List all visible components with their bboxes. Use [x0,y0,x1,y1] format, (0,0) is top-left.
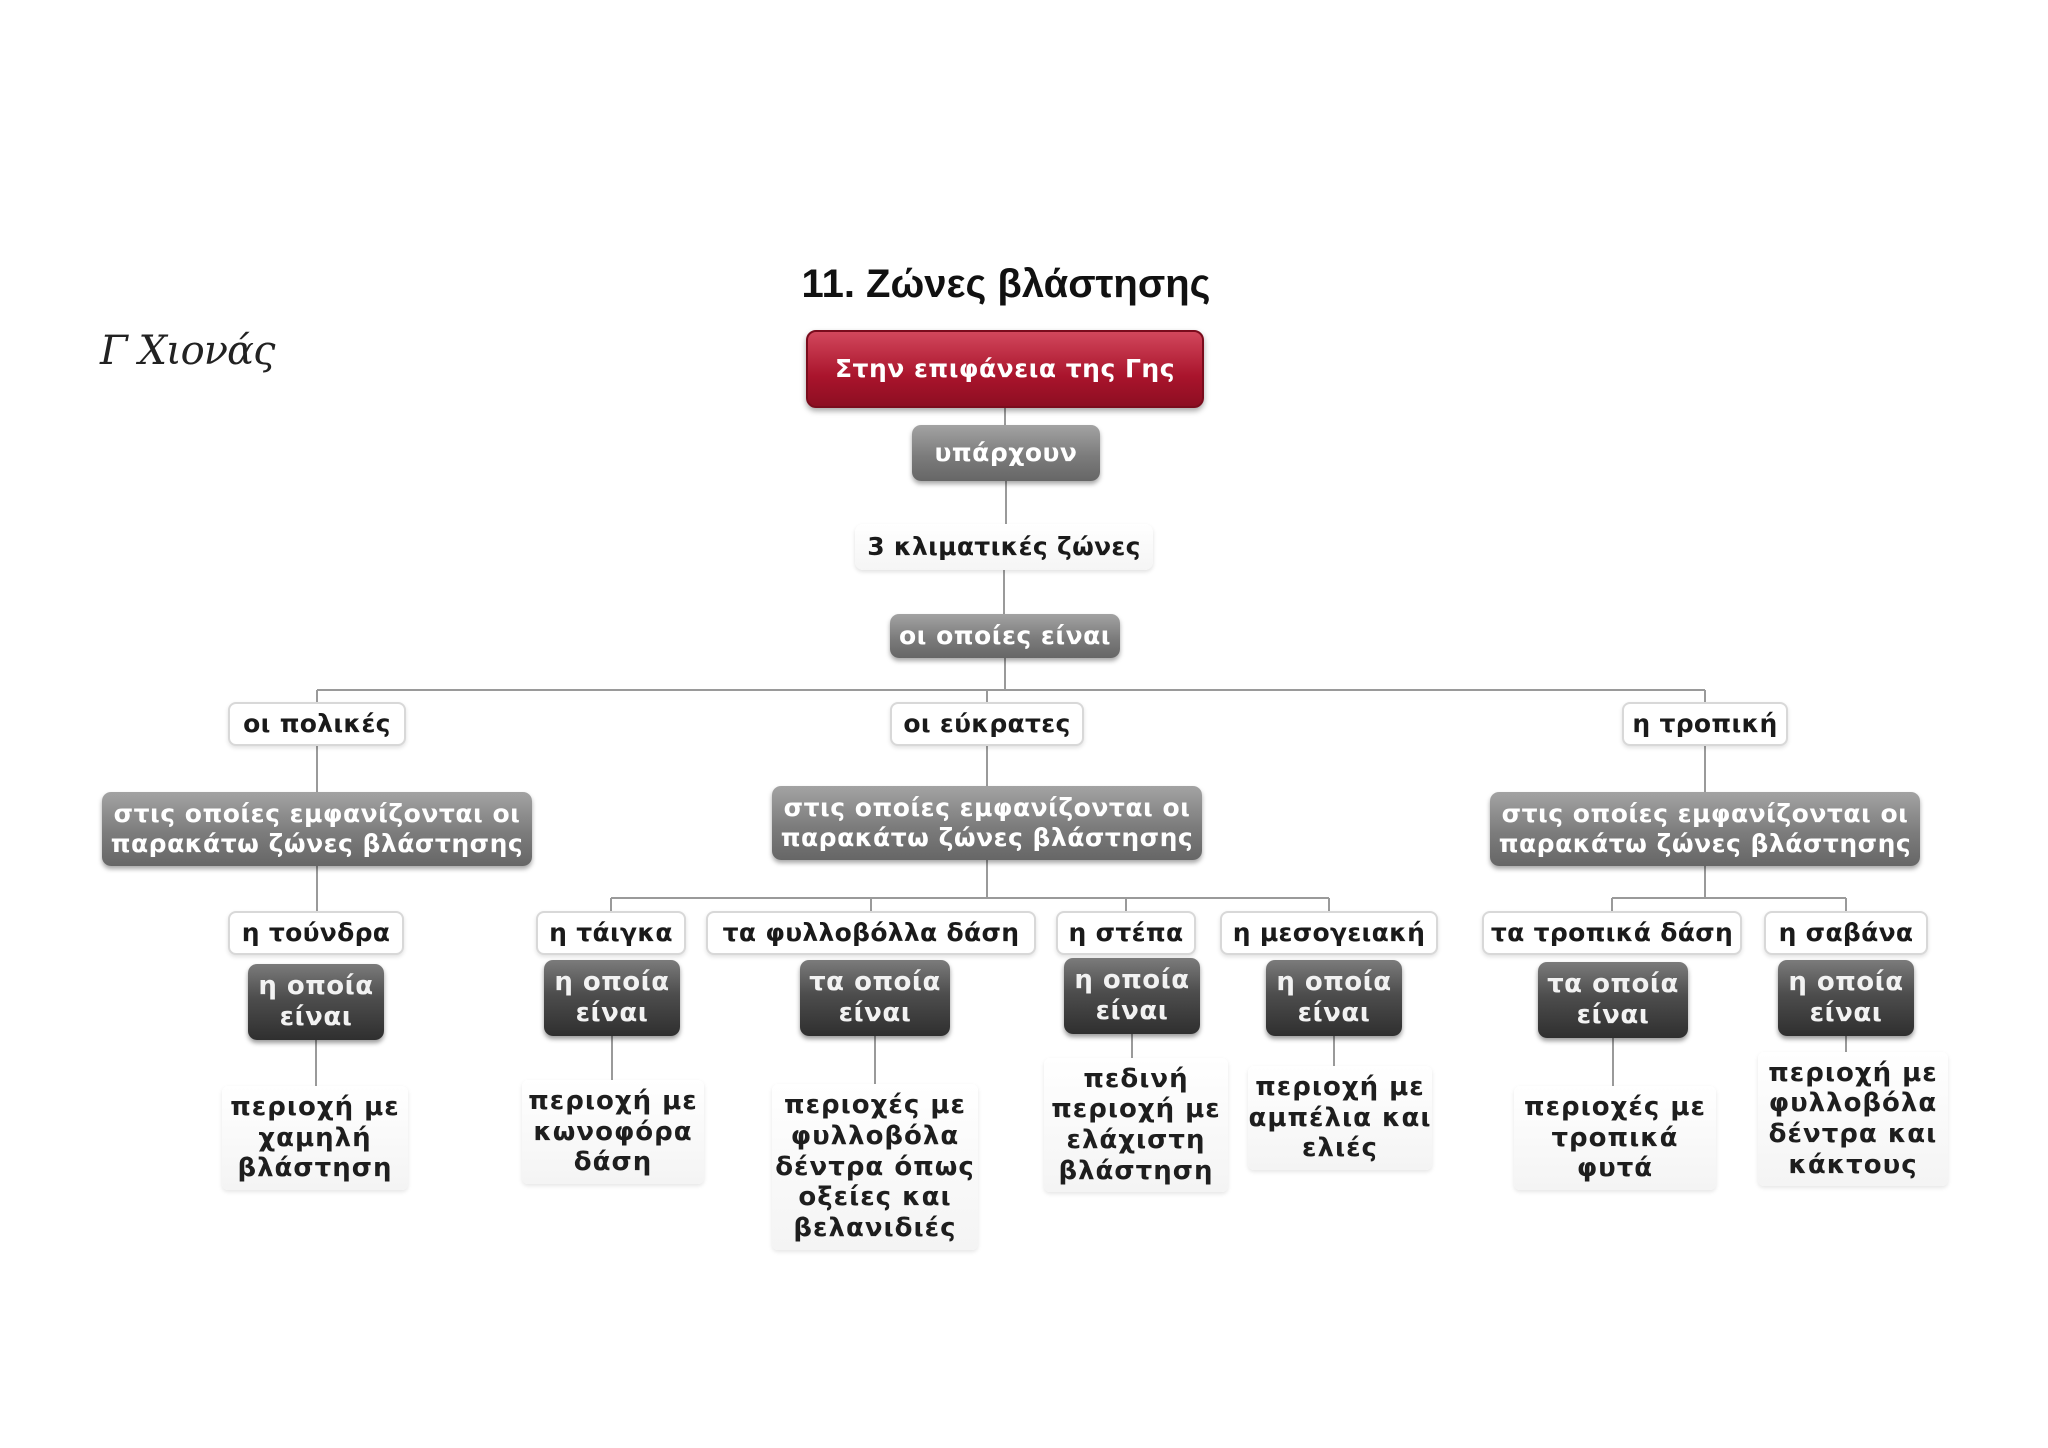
concept-node-deciduous-forests[interactable]: τα φυλλοβόλλα δάση [706,911,1036,955]
concept-node-savanna[interactable]: η σαβάνα [1764,911,1928,955]
link-node-stis-opoies-right[interactable]: στις οποίες εμφανίζονται οι παρακάτω ζών… [1490,792,1920,866]
link-node-taiga[interactable]: η οποία είναι [544,960,680,1036]
leaf-node-tropical-forests[interactable]: περιοχές με τροπικά φυτά [1514,1086,1716,1190]
link-node-deciduous[interactable]: τα οποία είναι [800,960,950,1036]
link-node-steppe[interactable]: η οποία είναι [1064,958,1200,1034]
link-node-yparxoun[interactable]: υπάρχουν [912,425,1100,481]
root-node[interactable]: Στην επιφάνεια της Γης [806,330,1204,408]
concept-node-temperate[interactable]: οι εύκρατες [890,702,1084,746]
leaf-node-mediterranean[interactable]: περιοχή με αμπέλια και ελιές [1248,1066,1432,1170]
link-node-tundra[interactable]: η οποία είναι [248,964,384,1040]
link-node-tropical-forests[interactable]: τα οποία είναι [1538,962,1688,1038]
link-node-stis-opoies-middle[interactable]: στις οποίες εμφανίζονται οι παρακάτω ζών… [772,786,1202,860]
concept-node-climate-zones[interactable]: 3 κλιματικές ζώνες [855,524,1153,570]
concept-node-tundra[interactable]: η τούνδρα [228,911,404,955]
page-title: 11. Ζώνες βλάστησης [801,262,1211,306]
concept-node-tropical[interactable]: η τροπική [1622,702,1788,746]
author-signature: Γ Χιονάς [100,328,275,374]
leaf-node-deciduous[interactable]: περιοχές με φυλλοβόλα δέντρα όπως οξείες… [772,1084,978,1250]
link-node-savanna[interactable]: η οποία είναι [1778,960,1914,1036]
leaf-node-tundra[interactable]: περιοχή με χαμηλή βλάστηση [222,1086,408,1190]
leaf-node-savanna[interactable]: περιοχή με φυλλοβόλα δέντρα και κάκτους [1758,1052,1948,1186]
concept-node-steppe[interactable]: η στέπα [1056,911,1196,955]
link-node-stis-opoies-left[interactable]: στις οποίες εμφανίζονται οι παρακάτω ζών… [102,792,532,866]
link-node-mediterranean[interactable]: η οποία είναι [1266,960,1402,1036]
concept-node-taiga[interactable]: η τάιγκα [536,911,686,955]
concept-node-tropical-forests[interactable]: τα τροπικά δάση [1482,911,1742,955]
concept-node-mediterranean[interactable]: η μεσογειακή [1220,911,1438,955]
link-node-oi-opoies[interactable]: οι οποίες είναι [890,614,1120,658]
leaf-node-steppe[interactable]: πεδινή περιοχή με ελάχιστη βλάστηση [1044,1058,1228,1192]
concept-node-polar[interactable]: οι πολικές [228,702,406,746]
leaf-node-taiga[interactable]: περιοχή με κωνοφόρα δάση [522,1080,704,1184]
